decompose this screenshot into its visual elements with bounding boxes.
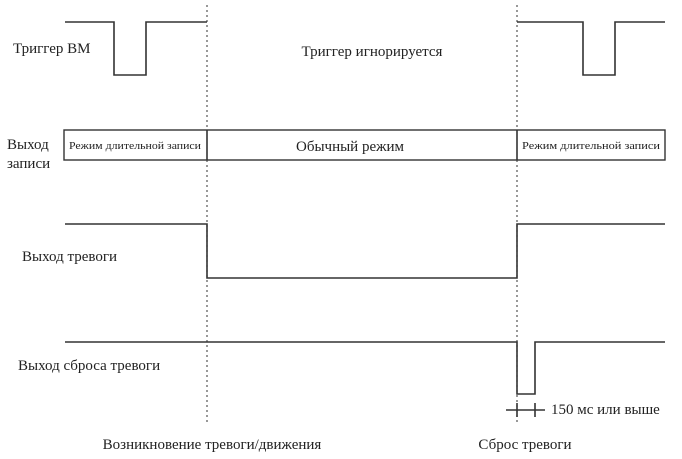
trigger-ignored-note: Триггер игнорируется (302, 44, 443, 60)
alarm-reset-label: Сброс тревоги (478, 437, 571, 453)
alarm-onset-label: Возникновение тревоги/движения (103, 437, 322, 453)
record-output-label-line2: записи (7, 156, 50, 172)
record-mode-bar (63, 129, 666, 161)
record-output-label-line1: Выход (7, 137, 49, 153)
continuous-mode-left: Режим длительной записи (69, 140, 201, 152)
vm-trigger-waveform-right (517, 21, 665, 76)
continuous-mode-right: Режим длительной записи (522, 140, 660, 152)
alarm-output-label: Выход тревоги (22, 249, 117, 265)
normal-mode: Обычный режим (296, 139, 405, 155)
alarm-reset-waveform (65, 341, 665, 395)
pulse-width-note: 150 мс или выше (551, 402, 660, 418)
vm-trigger-waveform (65, 21, 207, 76)
alarm-output-waveform (65, 223, 665, 279)
alarm-reset-output-label: Выход сброса тревоги (18, 358, 160, 374)
vm-trigger-label: Триггер ВМ (13, 41, 90, 57)
